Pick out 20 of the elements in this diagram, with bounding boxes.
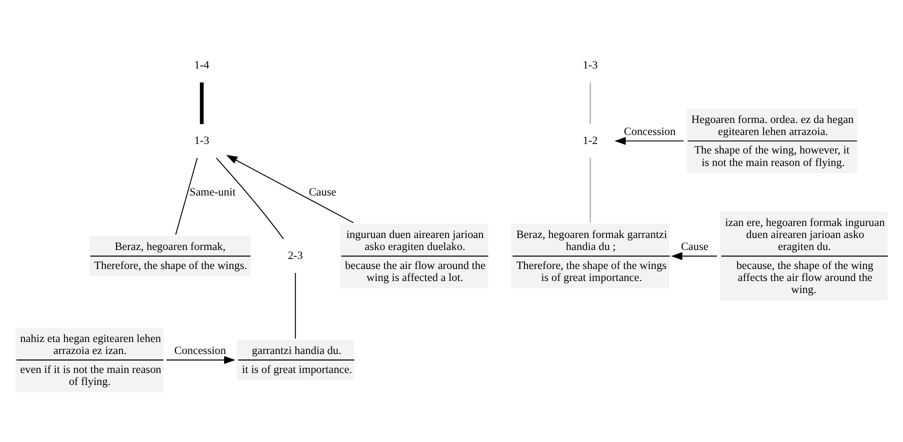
arrow <box>166 356 236 364</box>
arrow <box>226 154 354 224</box>
connector <box>216 158 284 240</box>
arrow <box>671 252 718 260</box>
edge-label: Concession <box>174 345 226 358</box>
edge-label: Concession <box>624 126 676 138</box>
node-text: 1-2 <box>582 134 598 147</box>
connector <box>175 157 198 236</box>
node-text: 1-3 <box>582 60 598 72</box>
node-text: 1-3 <box>194 134 210 147</box>
connector <box>200 82 204 124</box>
node-text: 2-3 <box>288 250 303 262</box>
connector <box>590 82 591 125</box>
edge-label: Cause <box>680 241 708 254</box>
edge-label: Cause <box>308 186 336 198</box>
node-text: 1-4 <box>194 60 210 72</box>
arrow <box>614 137 684 145</box>
connector <box>294 272 296 340</box>
edge-label: Same-unit <box>189 186 236 198</box>
connector <box>590 157 591 223</box>
